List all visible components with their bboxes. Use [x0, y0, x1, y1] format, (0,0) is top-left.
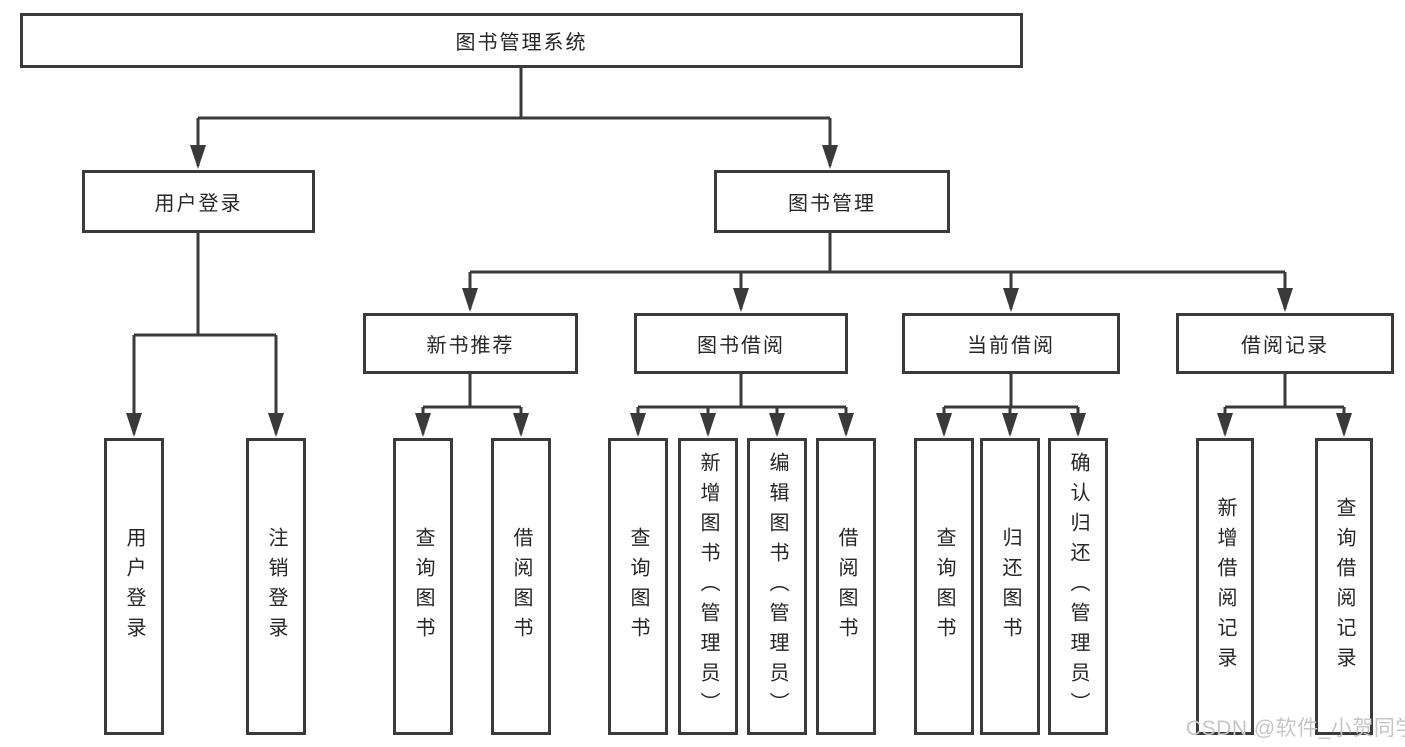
leaf-query-books-current: 查询图书	[914, 438, 974, 735]
node-new-book-recommend: 新书推荐	[363, 313, 578, 374]
leaf-borrow-books-recommend: 借阅图书	[491, 438, 551, 735]
leaf-logout: 注销登录	[246, 438, 306, 735]
node-book-borrowing: 图书借阅	[634, 313, 848, 374]
node-library-system: 图书管理系统	[20, 13, 1023, 68]
node-user-login: 用户登录	[82, 170, 315, 233]
leaf-confirm-return-admin: 确认归还（管理员）	[1048, 438, 1108, 735]
node-book-management: 图书管理	[714, 170, 950, 233]
leaf-borrow-books-borrowing: 借阅图书	[816, 438, 876, 735]
leaf-add-book-admin: 新增图书（管理员）	[678, 438, 738, 735]
leaf-query-books-borrowing: 查询图书	[608, 438, 668, 735]
leaf-query-borrow-record: 查询借阅记录	[1315, 438, 1373, 735]
csdn-watermark: CSDN @软件_小贺同学	[1186, 717, 1405, 740]
leaf-edit-book-admin: 编辑图书（管理员）	[747, 438, 807, 735]
leaf-return-book: 归还图书	[980, 438, 1040, 735]
node-current-borrowing: 当前借阅	[902, 313, 1120, 374]
leaf-user-login: 用户登录	[104, 438, 164, 735]
node-borrow-records: 借阅记录	[1176, 313, 1394, 374]
leaf-query-books-recommend: 查询图书	[393, 438, 453, 735]
leaf-add-borrow-record: 新增借阅记录	[1196, 438, 1254, 735]
